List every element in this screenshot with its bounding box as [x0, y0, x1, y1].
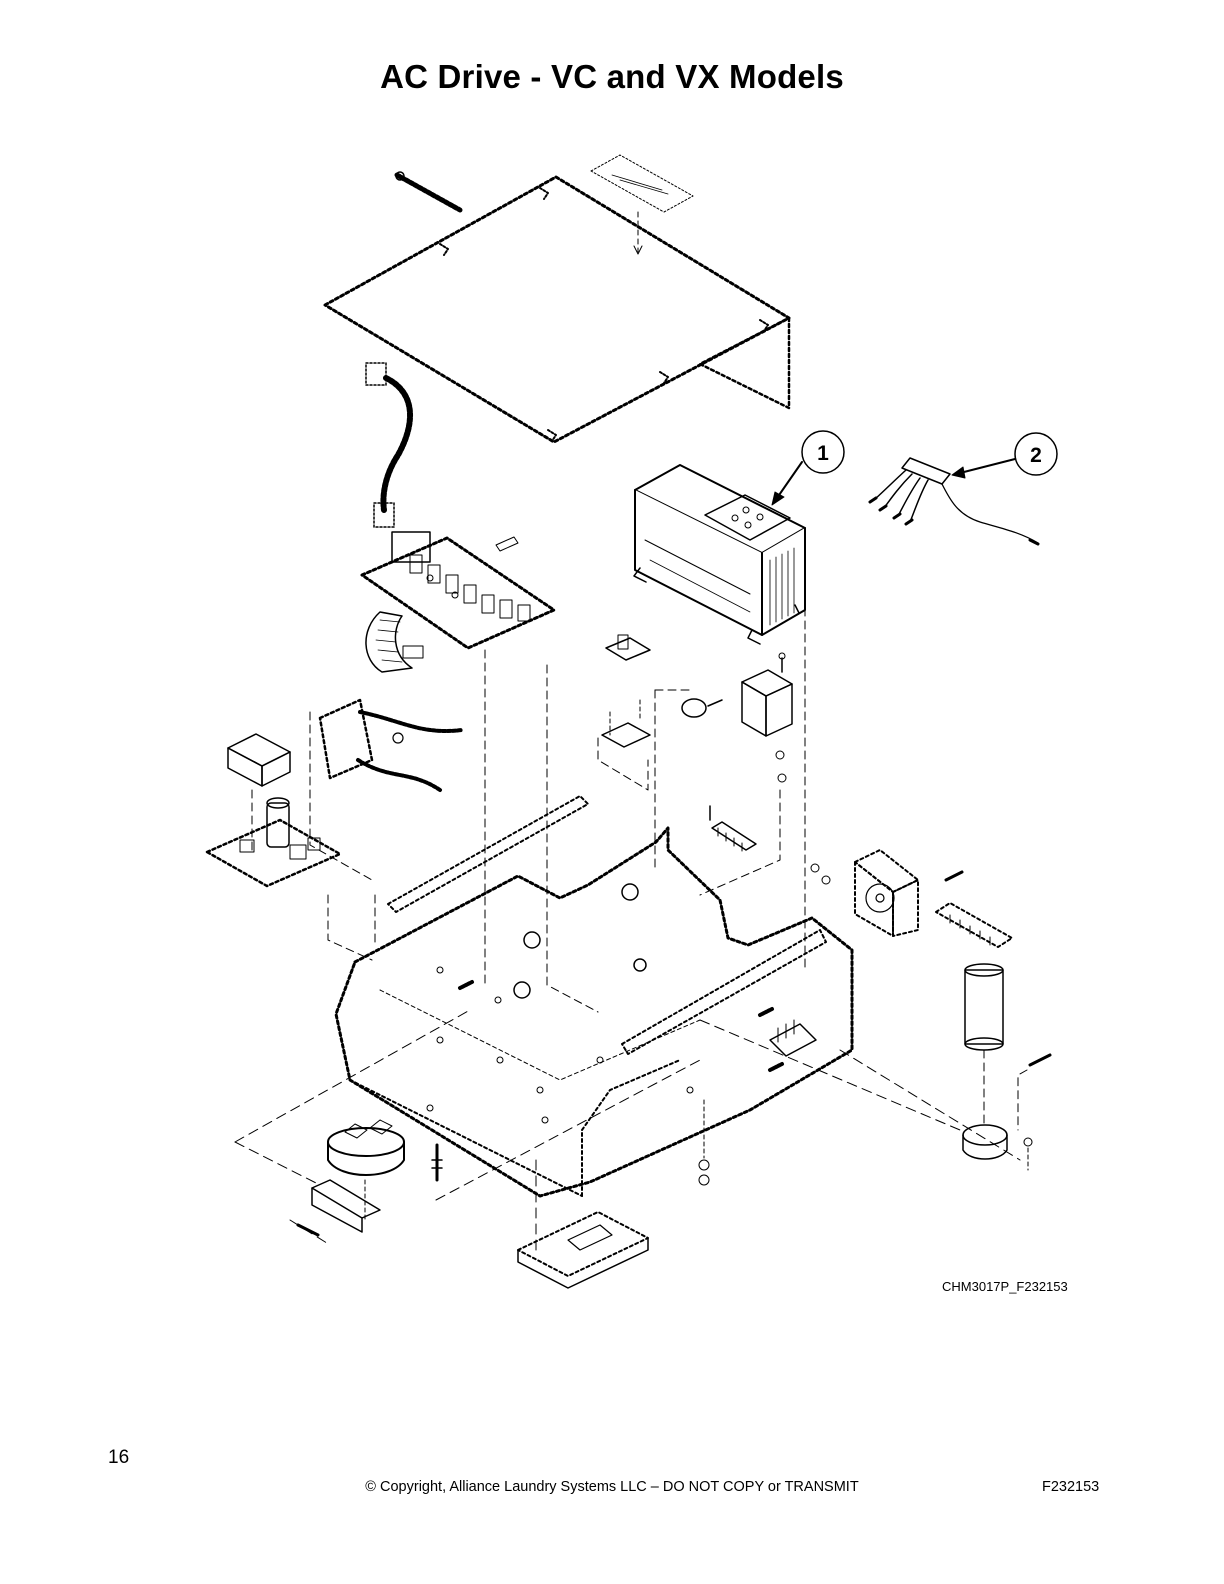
capacitor-board	[205, 797, 342, 888]
figure-id: F232153	[1042, 1479, 1100, 1495]
callout-1: 1	[771, 430, 845, 506]
bottom-bracket	[296, 1179, 381, 1237]
cooling-fan	[810, 849, 919, 937]
hardware-nuts	[698, 1099, 710, 1186]
transformer-bracket	[309, 698, 464, 881]
din-rail-right	[621, 929, 827, 1055]
base-pan	[334, 826, 854, 1198]
cable-tie	[394, 171, 463, 213]
callout-1-label: 1	[817, 442, 829, 465]
timer-knob-assembly	[327, 1119, 405, 1221]
run-capacitor	[964, 963, 1004, 1126]
ac-drive	[633, 464, 806, 969]
terminal-bank	[758, 1007, 817, 1072]
contactor	[699, 652, 793, 896]
thermal-switch	[654, 689, 723, 871]
top-cover-panel	[323, 175, 791, 444]
wire-harness	[868, 457, 1040, 546]
ribbon-cable	[365, 611, 424, 673]
connector-cable	[365, 362, 413, 528]
relay-module	[227, 733, 291, 851]
cover-plate	[517, 1211, 649, 1289]
callout-2-label: 2	[1030, 444, 1042, 467]
control-board	[360, 531, 556, 650]
copyright-notice: © Copyright, Alliance Laundry Systems LL…	[365, 1479, 859, 1495]
capacitor-clamp	[962, 1053, 1052, 1171]
cover-label-decal	[590, 154, 694, 255]
callout-2: 2	[951, 432, 1058, 479]
terminal-strip	[709, 805, 757, 852]
page-number: 16	[108, 1447, 130, 1468]
din-rail-left	[387, 795, 589, 913]
fuse-holder	[935, 870, 1013, 948]
leveling-leg	[431, 1143, 443, 1182]
page-title: AC Drive - VC and VX Models	[380, 58, 844, 95]
mounting-bracket	[597, 699, 651, 791]
terminal-block	[605, 634, 651, 661]
drawing-code: CHM3017P_F232153	[942, 1279, 1068, 1294]
